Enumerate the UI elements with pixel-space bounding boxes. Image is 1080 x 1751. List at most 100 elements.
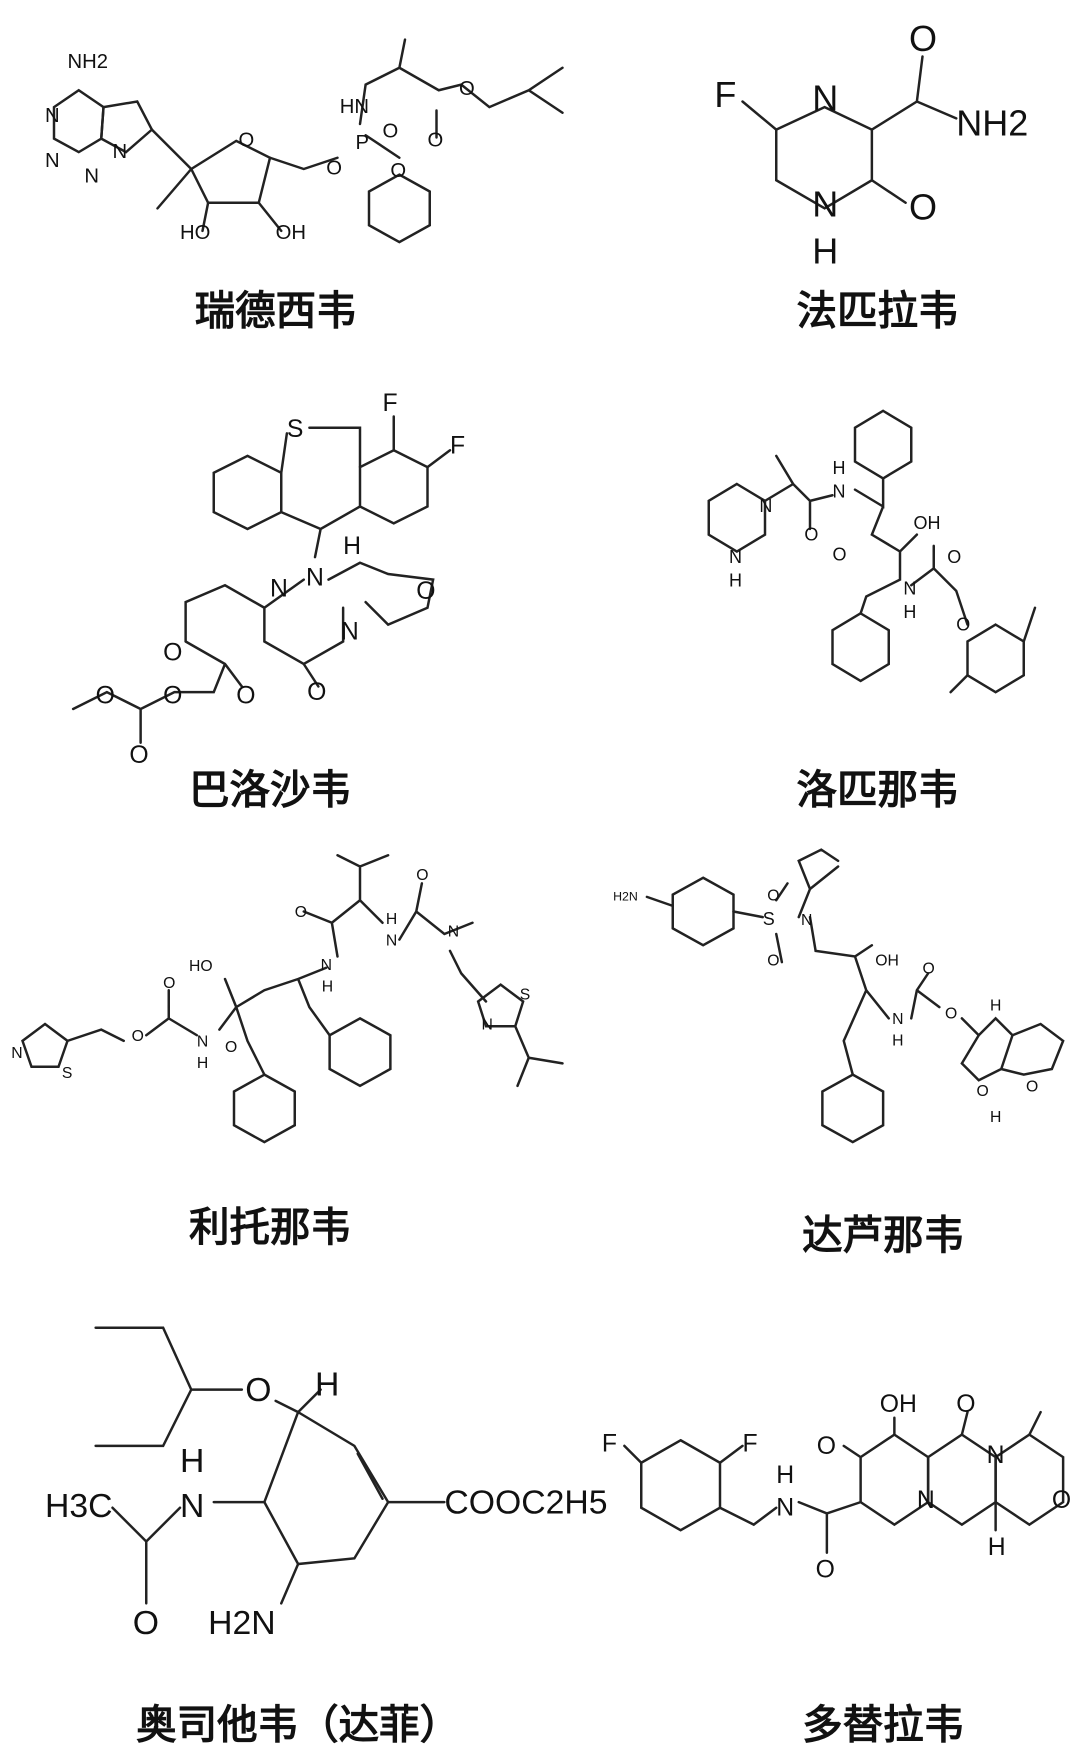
ring-bond [831, 611, 890, 683]
atom-label: O [817, 1433, 836, 1460]
atom-label: N [45, 150, 60, 172]
atom-label: O [239, 130, 255, 152]
bond-lines [645, 848, 1065, 1082]
atom-label: H2N [208, 1604, 276, 1642]
atom-label: H [197, 1055, 208, 1072]
atom-label: O [163, 975, 175, 992]
atom-label: N [197, 1034, 208, 1051]
atom-label: H2N [613, 889, 638, 903]
atom-label: N [321, 957, 332, 974]
label-darunavir: 达芦那韦 [802, 1211, 964, 1259]
label-remdesivir: 瑞德西韦 [195, 286, 357, 334]
atom-label: O [307, 679, 326, 706]
atom-label: S [520, 986, 531, 1003]
ring-bond [707, 482, 767, 553]
atom-label: O [977, 1083, 989, 1100]
label-lopinavir: 洛匹那韦 [797, 766, 959, 814]
atom-label: N [84, 166, 99, 188]
atom-label: H [833, 458, 846, 478]
atom-label: N [801, 912, 812, 929]
ring-bond [671, 876, 735, 947]
atom-label: N [776, 1495, 794, 1522]
atom-label: N [448, 923, 459, 940]
bond-lines [150, 38, 564, 233]
label-oseltamivir: 奥司他韦（达菲） [136, 1700, 460, 1748]
atom-label: O [923, 960, 935, 977]
atom-label: P [356, 132, 370, 154]
atom-label: S [287, 416, 304, 443]
atom-label: O [295, 904, 307, 921]
atom-label: N [892, 1011, 903, 1028]
ring-bond [853, 409, 913, 480]
atom-label: O [956, 614, 970, 634]
atom-label: O [326, 158, 342, 180]
ring-bond [367, 173, 431, 244]
atom-label: O [390, 160, 406, 182]
atom-label: O [804, 524, 818, 544]
ring-bond [21, 1022, 69, 1068]
atom-label: O [833, 545, 847, 565]
molecule-favipiravir: F N O NH2 N H O 法匹拉韦 [714, 18, 1028, 334]
atom-label: F [714, 74, 736, 115]
atom-label: O [383, 121, 399, 143]
atom-label: N [270, 576, 288, 603]
label-ritonavir: 利托那韦 [189, 1203, 351, 1251]
ring-bond [263, 1410, 390, 1566]
bond-lines [94, 1326, 446, 1605]
atom-label: N [180, 1487, 204, 1525]
bond-lines [71, 415, 452, 744]
atom-label: H [180, 1442, 204, 1480]
label-dolutegravir: 多替拉韦 [802, 1700, 964, 1748]
atom-label: O [767, 953, 779, 970]
atom-label: H [315, 1365, 339, 1403]
atom-label: O [947, 547, 961, 567]
atom-label: O [956, 1391, 975, 1418]
ring-bond [994, 1433, 1065, 1527]
bond-lines [763, 454, 1037, 694]
atom-label: O [1026, 1079, 1038, 1096]
atom-label: N [917, 1487, 935, 1514]
atom-label: N [482, 1017, 493, 1034]
atom-label: N [729, 547, 742, 567]
atom-label: H [343, 533, 361, 560]
ring-bond [476, 983, 525, 1028]
ring-bond [358, 448, 429, 525]
atom-label: O [459, 78, 475, 100]
atom-label: NH2 [68, 51, 109, 73]
ring-bond [232, 1073, 296, 1144]
atom-label: H [322, 978, 333, 995]
atom-label: F [450, 433, 465, 460]
atom-label: O [909, 187, 937, 228]
atom-label: O [163, 682, 182, 709]
atom-label: O [416, 578, 435, 605]
atom-label: H [990, 998, 1001, 1015]
atom-label: HO [180, 222, 210, 244]
atom-label: O [245, 1371, 271, 1409]
bond-lines [741, 55, 958, 204]
atom-label: HO [189, 958, 213, 975]
atom-label: O [416, 867, 428, 884]
ring-bond [52, 88, 105, 154]
atom-label: F [743, 1431, 758, 1458]
atom-label: H [990, 1109, 1001, 1126]
label-baloxavir: 巴洛沙韦 [189, 766, 351, 814]
atom-label: N [113, 141, 128, 163]
ring-bond [821, 1073, 885, 1144]
atom-label: H [776, 1462, 794, 1489]
atom-label: O [945, 1005, 957, 1022]
atom-label: N [341, 618, 359, 645]
atom-label: O [236, 682, 255, 709]
bond-lines [623, 1410, 1042, 1554]
atom-label: S [62, 1065, 73, 1082]
atom-label: H [892, 1032, 903, 1049]
ring-bond [926, 1433, 997, 1527]
molecule-baloxavir: S F F N N H O N O O O O O O 巴洛沙韦 [71, 390, 465, 814]
molecule-remdesivir: NH2 N N N N O HN P O O O O HO OH O 瑞德西韦 [45, 38, 564, 334]
atom-label: O [816, 1557, 835, 1584]
atom-label: F [602, 1431, 617, 1458]
atom-label: O [909, 18, 937, 59]
atom-label: N [759, 496, 772, 516]
label-favipiravir: 法匹拉韦 [797, 286, 959, 334]
molecule-darunavir: H2N S O O N OH N H O O H H O O 达芦那韦 [613, 848, 1065, 1259]
